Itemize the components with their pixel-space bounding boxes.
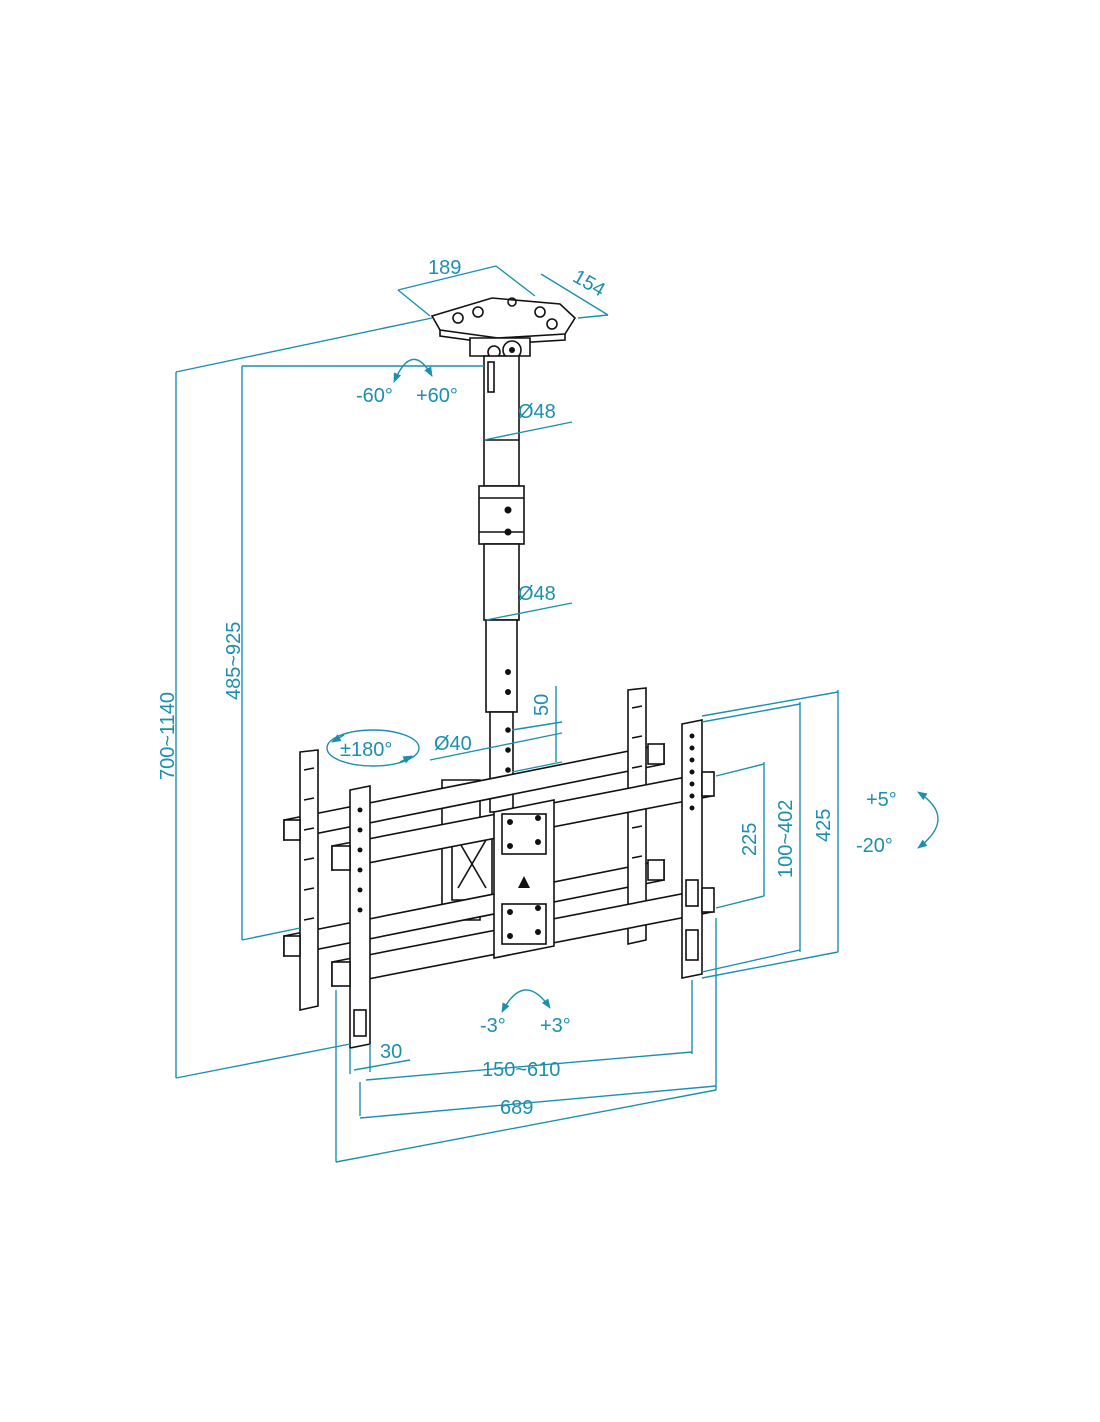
dim-total-width: 689 (335, 918, 717, 1163)
dim-pole-lower-diameter: Ø48 (485, 583, 573, 621)
dim-arm-width: 30 (349, 1041, 411, 1074)
vesa-vertical-inner-label: 225 (739, 823, 761, 856)
front-right-arm (681, 719, 703, 979)
rear-left-arm (299, 749, 319, 1011)
total-height-label: 700~1140 (157, 692, 179, 780)
tilt-up-label: +5° (866, 789, 897, 811)
dim-total-height: 700~1140 (157, 317, 433, 1079)
level-left-label: -3° (480, 1015, 506, 1037)
swivel-left-label: -60° (356, 385, 393, 407)
dim-pole-step: 50 (511, 686, 563, 773)
dim-top-width: 189 (397, 257, 536, 317)
front-left-arm (349, 785, 371, 1049)
mount-assembly (283, 297, 715, 1049)
swivel-right-label: +60° (416, 385, 458, 407)
ceiling-plate (430, 297, 577, 360)
pole-upper-diameter-label: Ø48 (518, 401, 556, 423)
tilt-down-label: -20° (856, 835, 893, 857)
vesa-vertical-total-label: 425 (813, 809, 835, 842)
level-indicator: -3° +3° (480, 989, 571, 1037)
pole-inner-diameter-label: Ø40 (434, 733, 472, 755)
pole-height-label: 485~925 (223, 622, 245, 700)
level-right-label: +3° (540, 1015, 571, 1037)
dim-top-width-label: 189 (428, 257, 461, 279)
total-width-label: 689 (500, 1097, 533, 1119)
dim-vesa-vertical-total: 425 (701, 690, 839, 979)
dim-pole-upper-diameter: Ø48 (483, 401, 573, 441)
rear-right-arm (627, 687, 647, 945)
swivel-indicator: -60° +60° (356, 358, 458, 407)
dim-vesa-vertical-inner: 225 (715, 762, 765, 909)
pole-lower-diameter-label: Ø48 (518, 583, 556, 605)
vesa-horizontal-label: 150~610 (482, 1059, 560, 1081)
arm-width-label: 30 (380, 1041, 402, 1063)
center-plate (493, 799, 555, 959)
dim-vesa-horizontal: 150~610 (359, 980, 717, 1119)
dim-pole-inner-diameter: Ø40 (429, 732, 563, 761)
dim-vesa-vertical-range: 100~402 (701, 702, 801, 973)
rotation-label: ±180° (340, 739, 392, 761)
tilt-indicator: +5° -20° (856, 789, 939, 857)
upper-pole (478, 355, 525, 545)
rotation-indicator: ±180° (326, 729, 420, 767)
pole-step-label: 50 (531, 694, 553, 716)
dim-top-depth-label: 154 (569, 266, 609, 302)
rail-end-caps (283, 743, 715, 987)
dim-pole-height: 485~925 (223, 365, 484, 941)
vesa-vertical-range-label: 100~402 (775, 800, 797, 878)
dimension-layer: 189 154 -60° +60° Ø48 Ø48 Ø40 (157, 257, 939, 1163)
